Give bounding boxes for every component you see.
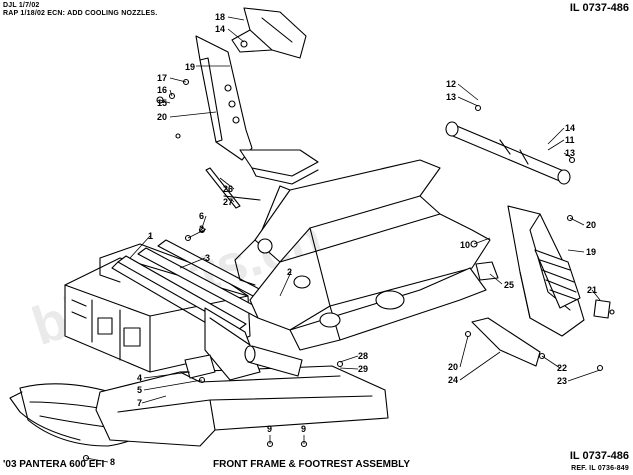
callout-20c: 20 <box>448 362 458 372</box>
callout-14a: 14 <box>215 24 225 34</box>
model-name: '03 PANTERA 600 EFI <box>3 459 105 470</box>
callout-23a: 23 <box>557 376 567 386</box>
callout-4a: 4 <box>137 373 142 383</box>
callout-12a: 12 <box>446 79 456 89</box>
callout-2b: 2 <box>287 267 292 277</box>
callout-2a: 2 <box>199 224 204 234</box>
callout-20a: 20 <box>157 112 167 122</box>
callout-14b: 14 <box>565 123 575 133</box>
callout-19a: 19 <box>185 62 195 72</box>
callout-27a: 27 <box>223 197 233 207</box>
callout-19b: 19 <box>586 247 596 257</box>
leader-lines <box>85 16 601 463</box>
side-frame-rail <box>234 159 491 351</box>
heel-guard-part <box>471 317 541 367</box>
callout-10a: 10 <box>460 240 470 250</box>
callout-1a: 1 <box>148 231 153 241</box>
callout-13b: 13 <box>565 148 575 158</box>
callout-7a: 7 <box>137 398 142 408</box>
rod-part-26 <box>205 167 241 209</box>
rod-part-27 <box>223 195 261 201</box>
cooling-nozzle <box>231 7 307 59</box>
callout-5a: 5 <box>137 385 142 395</box>
illustration-number-top: IL 0737-486 <box>569 2 629 14</box>
reference-number: REF. IL 0736-849 <box>571 465 629 472</box>
front-tube-end <box>244 345 256 363</box>
assembly-title: FRONT FRAME & FOOTREST ASSEMBLY <box>213 459 411 470</box>
bracket-part-25 <box>475 261 499 281</box>
callout-16a: 16 <box>157 85 167 95</box>
illustration-number-bottom: IL 0737-486 <box>569 450 629 462</box>
callout-20b: 20 <box>586 220 596 230</box>
callout-29a: 29 <box>358 364 368 374</box>
callout-11a: 11 <box>565 135 575 145</box>
callout-9b: 9 <box>301 424 306 434</box>
cross-rails <box>111 239 285 381</box>
callout-13a: 13 <box>446 92 456 102</box>
callout-22a: 22 <box>557 363 567 373</box>
callout-8a: 8 <box>110 457 115 467</box>
callout-17a: 17 <box>157 73 167 83</box>
callout-28a: 28 <box>358 351 368 361</box>
revision-note-2: RAP 1/18/02 ECN: ADD COOLING NOZZLES. <box>3 10 158 17</box>
callout-labels: 18 14 19 17 16 15 20 12 13 14 11 13 26 2… <box>110 12 597 467</box>
right-footrest <box>507 205 611 337</box>
callout-21a: 21 <box>587 285 597 295</box>
callout-18a: 18 <box>215 12 225 22</box>
callout-24a: 24 <box>448 375 458 385</box>
steering-post <box>445 121 571 185</box>
callout-6a: 6 <box>199 211 204 221</box>
callout-26a: 26 <box>223 184 233 194</box>
callout-15a: 15 <box>157 98 167 108</box>
callout-3a: 3 <box>205 253 210 263</box>
revision-note-1: DJL 1/7/02 <box>3 2 40 9</box>
callout-9a: 9 <box>267 424 272 434</box>
callout-25a: 25 <box>504 280 514 290</box>
left-footrest-bracket <box>195 35 319 185</box>
